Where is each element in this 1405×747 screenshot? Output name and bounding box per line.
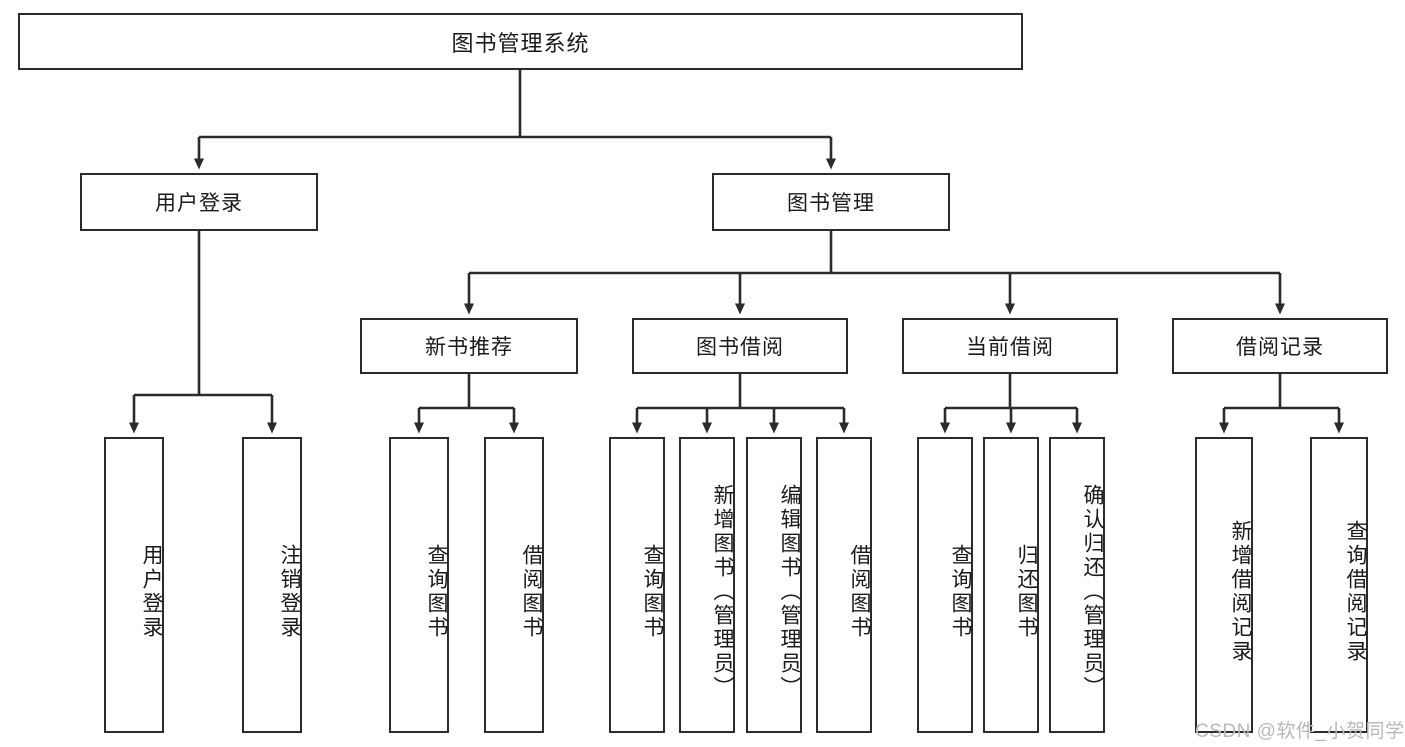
- node-label: 借阅图书: [848, 544, 871, 640]
- node-label: 确认归还（管理员）: [1081, 484, 1104, 700]
- node-label: 归还图书: [1015, 544, 1038, 640]
- node-leaf-edit-book-admin[interactable]: 编辑图书（管理员）: [746, 437, 802, 733]
- node-leaf-query-book-rec[interactable]: 查询图书: [389, 437, 449, 733]
- node-leaf-query-book-borrow[interactable]: 查询图书: [609, 437, 665, 733]
- node-leaf-user-logout[interactable]: 注销登录: [242, 437, 302, 733]
- node-label: 图书管理: [787, 192, 875, 215]
- node-label: 查询图书: [425, 544, 448, 640]
- node-leaf-user-login[interactable]: 用户登录: [104, 437, 164, 733]
- node-label: 用户登录: [155, 192, 243, 215]
- node-label: 新增图书（管理员）: [711, 484, 734, 700]
- node-label: 新书推荐: [425, 336, 513, 359]
- node-leaf-borrow-book-rec[interactable]: 借阅图书: [484, 437, 544, 733]
- node-label: 编辑图书（管理员）: [778, 484, 801, 700]
- node-current-borrow[interactable]: 当前借阅: [902, 318, 1118, 374]
- node-leaf-add-book-admin[interactable]: 新增图书（管理员）: [679, 437, 735, 733]
- node-new-book-rec[interactable]: 新书推荐: [360, 318, 578, 374]
- node-label: 注销登录: [278, 544, 301, 640]
- node-label: 新增借阅记录: [1229, 520, 1252, 664]
- node-leaf-confirm-return-admin[interactable]: 确认归还（管理员）: [1049, 437, 1105, 733]
- node-label: 查询借阅记录: [1344, 520, 1367, 664]
- node-label: 用户登录: [140, 544, 163, 640]
- node-label: 图书管理系统: [451, 30, 590, 56]
- node-book-manage[interactable]: 图书管理: [712, 173, 950, 231]
- node-label: 查询图书: [641, 544, 664, 640]
- node-label: 借阅图书: [520, 544, 543, 640]
- node-label: 查询图书: [949, 544, 972, 640]
- node-leaf-borrow-book[interactable]: 借阅图书: [816, 437, 872, 733]
- node-label: 借阅记录: [1236, 336, 1324, 359]
- node-borrow-record[interactable]: 借阅记录: [1172, 318, 1388, 374]
- node-leaf-query-book-current[interactable]: 查询图书: [917, 437, 973, 733]
- node-root-system[interactable]: 图书管理系统: [18, 13, 1023, 70]
- node-user-login[interactable]: 用户登录: [80, 173, 318, 231]
- node-book-borrow[interactable]: 图书借阅: [632, 318, 848, 374]
- csdn-watermark: CSDN @软件_小贺同学: [1195, 721, 1405, 742]
- node-label: 当前借阅: [966, 336, 1054, 359]
- node-leaf-query-borrow-record[interactable]: 查询借阅记录: [1310, 437, 1368, 733]
- node-leaf-return-book[interactable]: 归还图书: [983, 437, 1039, 733]
- node-leaf-add-borrow-record[interactable]: 新增借阅记录: [1195, 437, 1253, 733]
- node-label: 图书借阅: [696, 336, 784, 359]
